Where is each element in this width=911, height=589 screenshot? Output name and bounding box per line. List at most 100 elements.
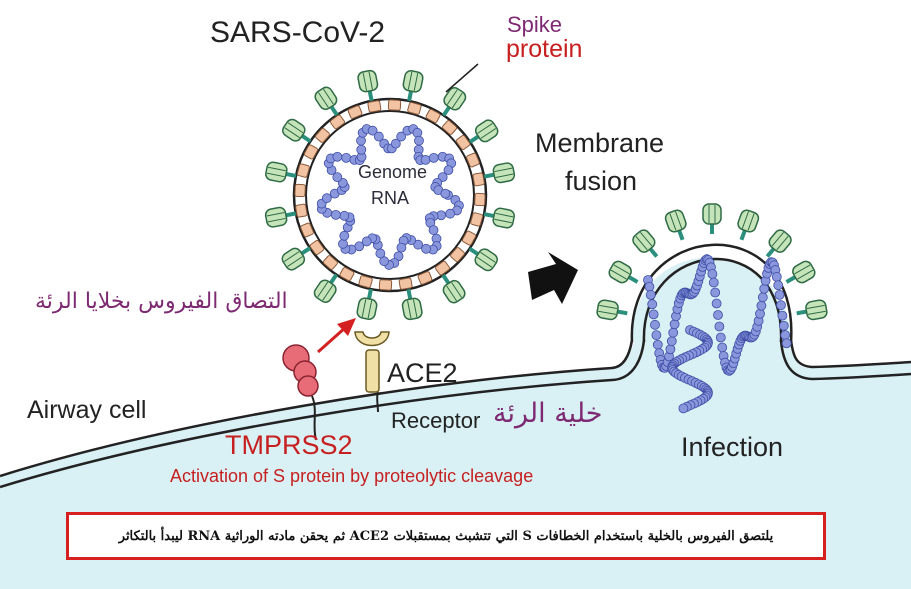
fused-spike-protein — [608, 260, 639, 284]
membrane-protein — [347, 105, 363, 119]
ace2-receptor — [354, 331, 390, 413]
membrane-protein — [300, 222, 314, 238]
membrane-protein — [425, 108, 441, 124]
rna-bead — [669, 319, 680, 330]
rna-bead — [771, 271, 782, 282]
membrane-protein — [435, 260, 451, 276]
rna-bead — [412, 127, 423, 138]
rna-bead — [440, 188, 451, 199]
rna-bead — [330, 209, 341, 220]
rna-bead — [708, 277, 719, 288]
membrane-protein — [358, 275, 373, 289]
rna-bead — [390, 138, 401, 149]
spike-protein — [468, 246, 498, 272]
rna-bead — [773, 280, 784, 291]
process-arrow — [528, 252, 578, 304]
fused-spike-group — [596, 203, 828, 321]
genome-label-line1: Genome — [358, 162, 428, 182]
spike-protein — [441, 87, 467, 117]
membrane-protein — [474, 192, 486, 207]
spike-protein — [356, 288, 378, 320]
rna-bead — [665, 344, 676, 355]
membrane-protein — [322, 255, 338, 270]
membrane-protein — [466, 152, 480, 168]
membrane-protein — [472, 172, 485, 187]
rna-bead — [428, 225, 439, 235]
airway-cell-membrane-outer — [0, 339, 634, 478]
rna-bead — [651, 330, 662, 341]
airway-cell-membrane-right-inner — [779, 339, 911, 381]
rna-bead — [645, 290, 656, 300]
rna-bead — [338, 238, 348, 249]
membrane-protein-group — [294, 99, 486, 291]
rna-bead — [339, 210, 350, 221]
rna-bead — [367, 125, 378, 136]
fused-rna-strand — [643, 254, 792, 414]
rna-bead — [332, 151, 343, 162]
rna-bead — [341, 152, 352, 163]
spike-protein — [282, 118, 312, 144]
rna-bead — [644, 281, 655, 292]
fused-virus-dome — [632, 257, 791, 340]
rna-bead — [361, 236, 372, 247]
rna-bead — [678, 403, 689, 414]
membrane-protein — [450, 247, 465, 263]
rna-bead — [759, 283, 770, 294]
membrane-protein — [417, 271, 433, 285]
membrane-protein — [296, 163, 310, 178]
membrane-protein — [303, 144, 319, 160]
rna-bead — [781, 338, 792, 349]
virus-rna-strand — [316, 124, 464, 270]
membrane-protein — [407, 101, 422, 115]
rna-bead — [717, 342, 728, 353]
arabic-attachment-label: التصاق الفيروس بخلايا الرئة — [35, 289, 288, 314]
membrane-fusion-line1: Membrane — [535, 128, 665, 158]
rna-bead — [428, 152, 439, 163]
activation-label: Activation of S protein by proteolytic c… — [170, 466, 534, 486]
spike-protein — [265, 161, 297, 183]
fused-spike-protein — [796, 299, 828, 321]
genome-label-line2: RNA — [371, 188, 410, 208]
spike-protein — [357, 69, 379, 102]
airway-cell-membrane-inner — [0, 339, 646, 489]
rna-bead — [707, 269, 718, 279]
fused-spike-protein — [765, 229, 792, 258]
fused-spike-protein — [664, 209, 687, 241]
membrane-protein — [461, 230, 477, 246]
spike-protein — [483, 207, 515, 229]
rna-bead — [668, 327, 679, 338]
spike-label-line1: Spike — [507, 12, 563, 37]
fused-spike-protein — [785, 260, 816, 284]
membrane-protein — [367, 100, 382, 113]
membrane-protein — [294, 183, 306, 198]
membrane-protein — [315, 127, 330, 143]
spike-protein — [468, 119, 499, 144]
receptor-label: Receptor — [391, 408, 481, 433]
spike-label-line2: protein — [506, 35, 583, 63]
airway-cell-membrane-right-outer — [789, 339, 911, 369]
membrane-protein — [378, 279, 393, 291]
activation-arrow — [317, 318, 356, 354]
fused-spike-protein — [737, 209, 760, 241]
rna-bead — [332, 172, 343, 183]
membrane-fusion-line2: fusion — [565, 166, 638, 196]
caption-text: يلتصق الفيروس بالخلية باستخدام الخطافات … — [118, 528, 774, 544]
membrane-protein — [295, 203, 308, 218]
spike-protein — [314, 86, 339, 117]
spike-protein — [441, 273, 466, 304]
rna-bead — [652, 339, 663, 350]
membrane-protein — [329, 114, 345, 130]
rna-bead — [711, 298, 722, 309]
rna-bead — [778, 320, 789, 331]
fused-spike-protein — [632, 229, 659, 258]
arabic-lung-cell-label: خلية الرئة — [493, 398, 603, 429]
rna-bead — [714, 321, 725, 332]
fused-spike-protein — [596, 299, 628, 321]
caption-box: يلتصق الفيروس بالخلية باستخدام الخطافات … — [66, 512, 826, 560]
airway-cell-label: Airway cell — [27, 396, 147, 424]
spike-protein — [401, 288, 423, 321]
rna-bead — [650, 319, 660, 330]
spike-protein — [313, 273, 339, 303]
membrane-protein — [339, 266, 355, 282]
membrane-protein — [455, 134, 471, 150]
